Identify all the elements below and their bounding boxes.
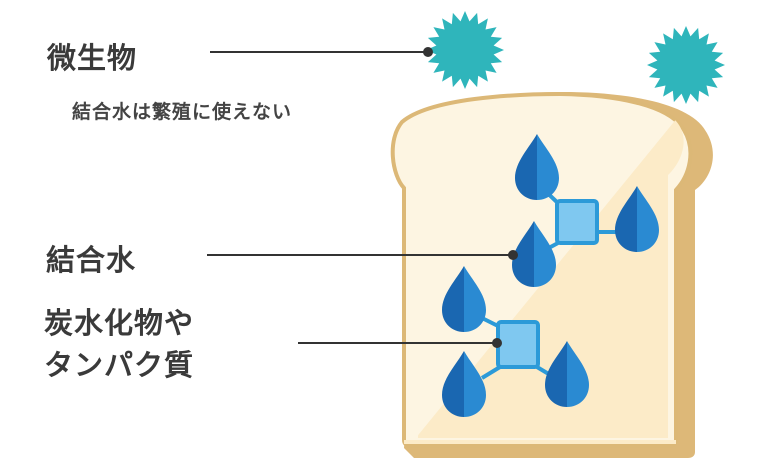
label-bound-water: 結合水 [46,243,137,277]
molecule-cluster-1 [512,134,659,287]
label-note-bound-water-unusable: 結合水は繁殖に使えない [72,101,293,123]
microbe-icon-1 [426,11,504,89]
label-microbes: 微生物 [47,41,138,75]
label-carbs-line1: 炭水化物や [44,306,195,340]
molecule-square-2 [496,320,540,369]
label-carbs-line2: タンパク質 [44,348,195,382]
label-carbs-proteins: 炭水化物や タンパク質 [44,302,194,386]
leader-microbes [210,47,433,57]
bread-shade [400,93,684,438]
bread-inner-edge [404,440,676,444]
leader-carbs-proteins [298,338,502,348]
leader-bound-water [207,250,518,260]
molecule-square-1 [555,199,599,245]
microbe-icon-2 [647,26,725,104]
